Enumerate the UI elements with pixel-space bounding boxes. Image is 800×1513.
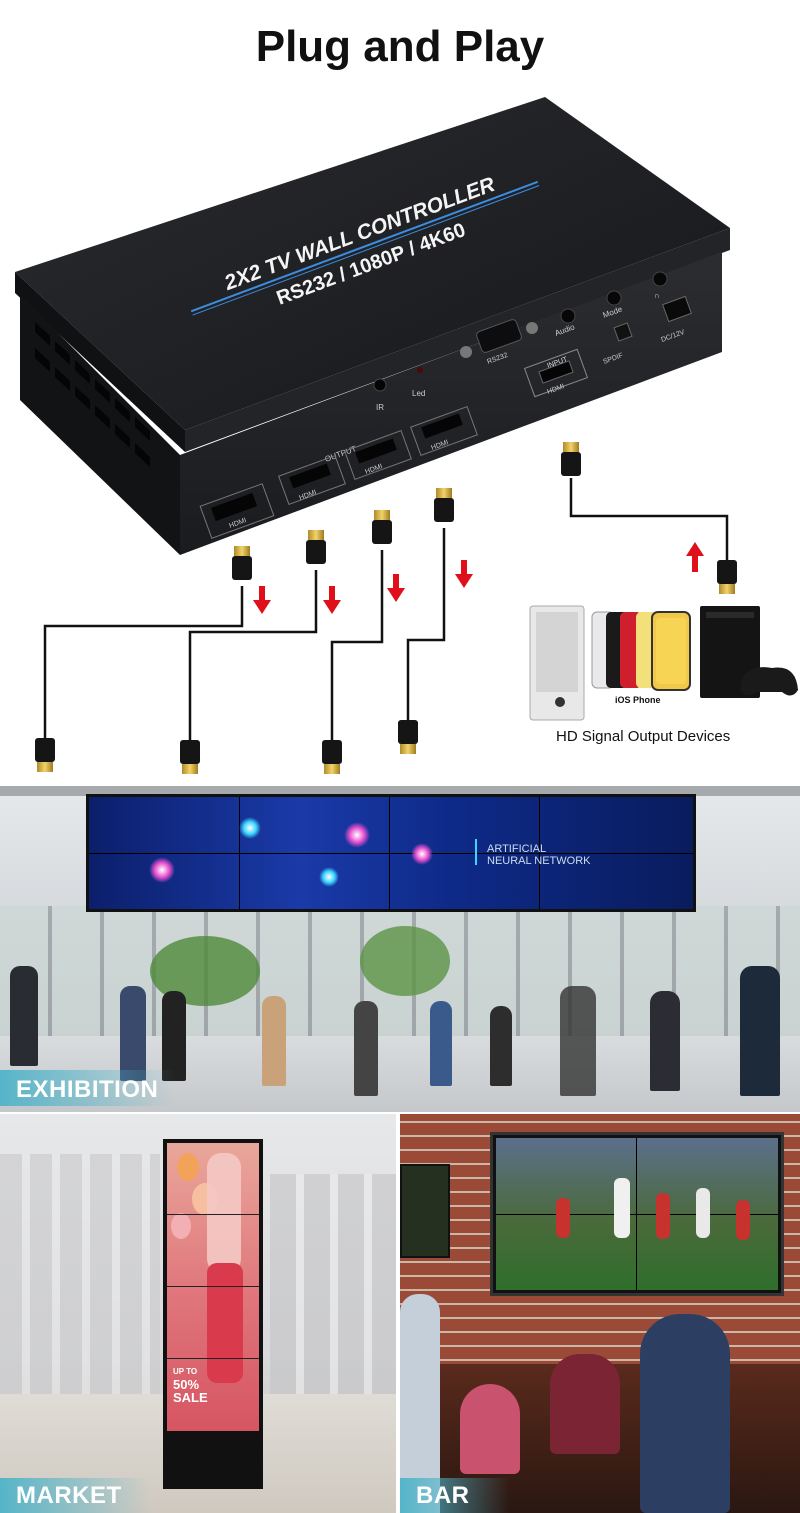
led-label: Led [412, 389, 425, 398]
sign-percent: 50% [173, 1377, 200, 1392]
label-market: MARKET [16, 1482, 122, 1509]
ir-label: IR [376, 403, 384, 412]
bar-scene: BAR [400, 1114, 800, 1513]
rs232-port [476, 319, 522, 353]
output-cables [43, 478, 729, 740]
led-indicator [417, 367, 423, 373]
sign-upto: UP TO [173, 1367, 198, 1376]
sign-sale: SALE [173, 1390, 208, 1405]
ios-phone-label: iOS Phone [615, 695, 661, 705]
tv-wall-screen [490, 1132, 784, 1296]
headphone-jack [652, 271, 668, 287]
screen-text-1: ARTIFICIAL [487, 843, 547, 855]
market-scene: UP TO 50% SALE MARKET [0, 1114, 396, 1513]
mode-button [606, 290, 622, 306]
arrow-down-icons [253, 560, 473, 614]
digital-signage-kiosk: UP TO 50% SALE [163, 1139, 263, 1489]
pc-tower-icon [529, 605, 585, 721]
audio-jack [560, 308, 576, 324]
wall-controller-device: 2X2 TV WALL CONTROLLER RS232 / 1080P / 4… [15, 97, 730, 555]
screen-text-2: NEURAL NETWORK [487, 855, 591, 867]
screw-icon [460, 346, 472, 358]
input-hdmi-port [538, 360, 574, 384]
headphone-label: ∩ [654, 291, 660, 300]
video-wall-screen: ARTIFICIAL NEURAL NETWORK [86, 794, 696, 912]
spdif-port [613, 322, 633, 342]
hdmi-plug-icons [35, 442, 737, 774]
input-hdmi-frame [523, 348, 589, 398]
screw-icon [526, 322, 538, 334]
fan-plaid-shirt [640, 1314, 730, 1513]
exhibition-scene: ARTIFICIAL NEURAL NETWORK EXHIBITION [0, 786, 800, 1112]
arrow-up-icon [686, 542, 704, 572]
ir-sensor [373, 378, 387, 392]
iphone-icons [591, 611, 691, 691]
output-hdmi-ports [199, 406, 478, 539]
game-console-icon [700, 606, 798, 698]
label-bar: BAR [416, 1482, 470, 1509]
source-devices-caption: HD Signal Output Devices [556, 728, 731, 745]
page-title: Plug and Play [255, 22, 545, 71]
device-diagram: 2X2 TV WALL CONTROLLER RS232 / 1080P / 4… [15, 97, 798, 774]
label-exhibition: EXHIBITION [16, 1076, 159, 1103]
dc-port [662, 295, 692, 323]
